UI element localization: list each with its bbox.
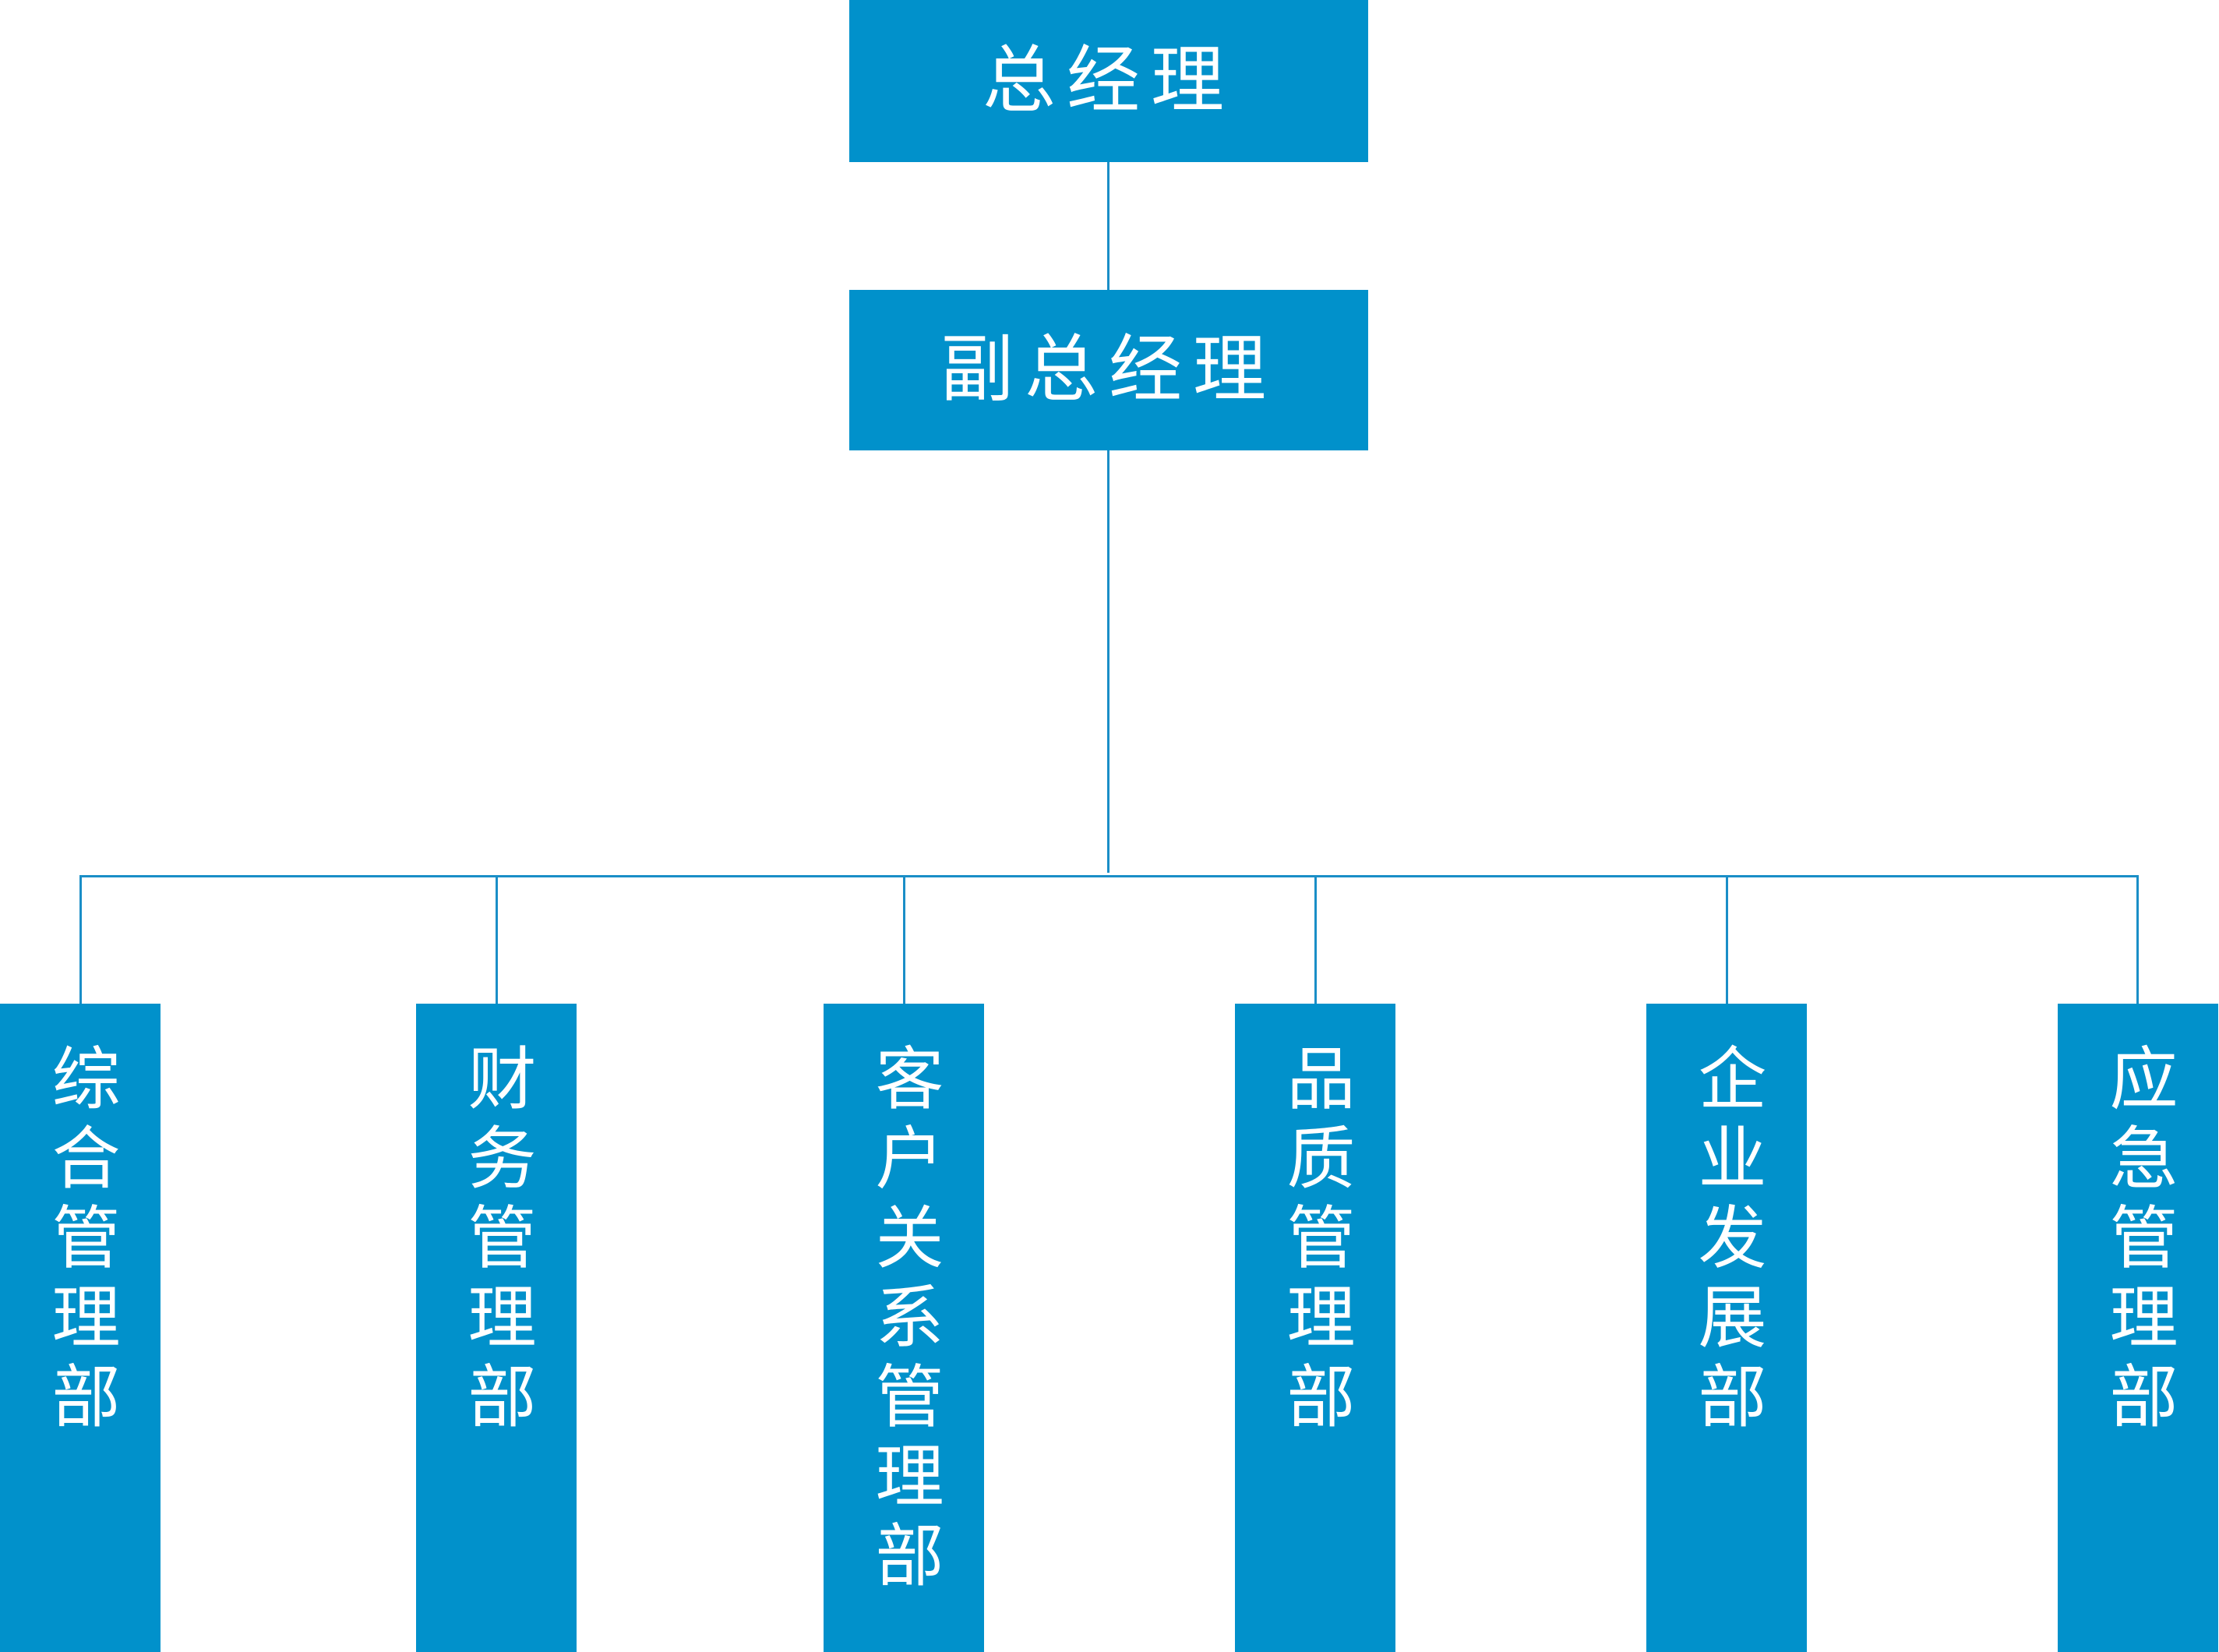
department-box-customer-relations: 客户关系管理部 xyxy=(824,1004,984,1652)
connector-gm-to-deputy xyxy=(1107,162,1110,290)
connector-dept-2 xyxy=(496,875,498,1004)
deputy-general-manager-box: 副总经理 xyxy=(849,290,1368,450)
general-manager-box: 总经理 xyxy=(849,0,1368,162)
department-box-quality: 品质管理部 xyxy=(1235,1004,1395,1652)
connector-dept-1 xyxy=(79,875,82,1004)
department-label: 财务管理部 xyxy=(457,1043,537,1440)
connector-deputy-to-bus xyxy=(1107,450,1110,873)
department-label: 品质管理部 xyxy=(1275,1043,1356,1440)
deputy-general-manager-label: 副总经理 xyxy=(940,327,1277,412)
department-label: 客户关系管理部 xyxy=(864,1043,944,1599)
connector-dept-4 xyxy=(1314,875,1317,1004)
department-label: 应急管理部 xyxy=(2098,1043,2178,1440)
general-manager-label: 总经理 xyxy=(982,38,1235,123)
department-box-finance: 财务管理部 xyxy=(416,1004,577,1652)
connector-dept-3 xyxy=(903,875,905,1004)
department-box-general-management: 综合管理部 xyxy=(0,1004,161,1652)
connector-department-bus xyxy=(79,875,2139,877)
department-box-enterprise-development: 企业发展部 xyxy=(1646,1004,1807,1652)
department-label: 综合管理部 xyxy=(41,1043,121,1440)
department-box-emergency: 应急管理部 xyxy=(2058,1004,2218,1652)
connector-dept-5 xyxy=(1726,875,1728,1004)
connector-dept-6 xyxy=(2136,875,2139,1004)
department-label: 企业发展部 xyxy=(1687,1043,1767,1440)
